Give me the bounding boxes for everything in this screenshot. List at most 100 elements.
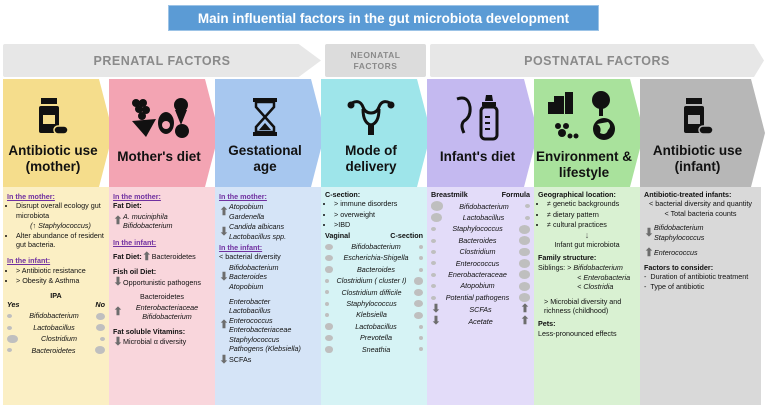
list-item: Atopobium [229,281,264,291]
abundance-dot [7,334,18,344]
abundance-dot [431,213,442,223]
fat-diet-label: Fat Diet: [113,201,142,211]
taxon-label: Clostridium [459,247,496,257]
arrow-down-icon: ⬇ [219,225,229,238]
table-row: Potential pathogens [431,293,530,302]
table-row: Enterococcus [431,259,530,268]
list-item: Enterobacteriaceae [135,302,199,312]
abundance-dot [325,278,329,283]
list-item: > overweight [334,210,423,219]
taxon-label: Bifidobacterium [351,242,401,252]
header-mothers-diet: Mother's diet [109,79,219,187]
list-item: < bacterial diversity and quantity [649,199,752,209]
abundance-dot [7,325,12,330]
header-antibiotic-mother: Antibiotic use (mother) [3,79,113,187]
list-item: - Duration of antibiotic treatment [644,272,749,282]
abundance-dot [431,227,436,232]
taxon-label: Potential pathogens [445,292,510,302]
taxon-label: Bacteroides [357,264,395,274]
abundance-dot [96,312,105,320]
arrow-down-icon: ⬇ [113,276,123,289]
prenatal-factors-banner: PRENATAL FACTORS [3,44,321,77]
in-infant-heading: In the infant: [7,256,51,266]
food-icon [109,97,209,137]
thin-arrow-down-icon: ↓ [584,229,590,240]
abundance-dot [325,301,329,306]
list-item: > immune disorders [334,199,423,208]
list-item: Acetate [468,316,493,326]
list-item: < bacterial diversity [219,252,281,262]
abundance-dot [431,295,436,300]
header-gestational-age: Gestational age [215,79,325,187]
taxon-label: Clostridium difficile [341,287,402,297]
list-item: Alter abundance of resident gut bacteria… [16,231,105,250]
table-row: Escherichia-Shigella [325,253,423,262]
taxon-label: Atopobium [460,281,495,291]
label-antibiotic-infant: Antibiotic use (infant) [652,143,743,174]
list-item: >IBD [334,220,423,229]
in-mother-heading: In the mother: [113,192,161,201]
table-row: Bifidobacterium [431,201,530,211]
abundance-dot [431,201,443,211]
list-item: Enterobacter [229,297,271,307]
abundance-dot [431,261,436,266]
column-gestational-age: Gestational age In the mother: ⬆ Atopobi… [215,79,325,405]
table-row: Lactobacillus [325,322,423,331]
arrow-down-icon: ⬇ [644,226,654,239]
list-item: Candida albicans [229,222,285,232]
label-infants-diet: Infant's diet [439,149,516,164]
abundance-dot [431,249,436,254]
abundance-dot [525,204,530,209]
body-antibiotic-infant: Antibiotic-treated infants: < bacterial … [640,187,761,405]
label-environment: Environment & lifestyle [535,149,632,180]
arrow-down-icon: ⬇ [431,303,441,316]
figure-title: Main influential factors in the gut micr… [168,5,599,31]
list-item: Bacteroides [229,272,267,282]
taxon-label: Enerobacteraceae [448,270,507,280]
arrow-down-icon: ⬇ [219,270,229,283]
table-row: Sneathia [325,345,423,354]
list-item: Opportunistic pathogens [123,277,201,287]
body-mode-of-delivery: C-section: > immune disorders > overweig… [321,187,427,405]
table-row: Atopobium [431,281,530,291]
table-row: Clostridium ( cluster I) [325,276,423,285]
geo-heading: Geographical location: [538,190,616,199]
column-mode-of-delivery: Mode of delivery C-section: > immune dis… [321,79,431,405]
list-item: Lactobacillus spp. [229,231,287,241]
list-item: Bifidobacterium [654,223,704,233]
abundance-dot [414,300,423,308]
list-item: Gardenella [229,211,265,221]
fish-oil-label: Fish oil Diet: [113,267,157,277]
table-row: Bifidobacterium [325,242,423,251]
arrow-up-icon: ⬆ [644,247,654,260]
abundance-dot [100,336,105,341]
header-antibiotic-infant: Antibiotic use (infant) [640,79,765,187]
neonatal-factors-banner: NEONATAL FACTORS [325,44,426,77]
yes-label: Yes [7,300,20,310]
table-row: Clostridium [431,247,530,257]
list-item: ≠ cultural practices [547,220,636,229]
column-antibiotic-infant: Antibiotic use (infant) Antibiotic-treat… [640,79,765,405]
list-item: (↑ Staphylococcus) [30,221,91,231]
list-item: SCFAs [469,304,492,314]
column-antibiotic-mother: Antibiotic use (mother) In the mother: D… [3,79,113,405]
list-item: Bifidobacterium [142,312,192,322]
abundance-dot [519,236,530,245]
arrow-down-icon: ⬇ [431,315,441,328]
column-mothers-diet: Mother's diet In the mother: Fat Diet: ⬆… [109,79,219,405]
list-item: ≠ dietary pattern [547,210,636,219]
list-item: > Microbial diversity and richness (chil… [544,296,622,316]
city-tree-globe-icon [534,91,634,141]
abundance-dot [414,277,423,285]
uterus-icon [321,97,421,137]
ipa-heading: IPA [50,290,62,300]
table-row: Staphylococcus [431,224,530,234]
label-mothers-diet: Mother's diet [117,149,201,164]
abundance-dot [325,346,333,353]
table-row: Klebsiella [325,310,423,319]
list-item: Bifidobacterium [123,221,173,231]
